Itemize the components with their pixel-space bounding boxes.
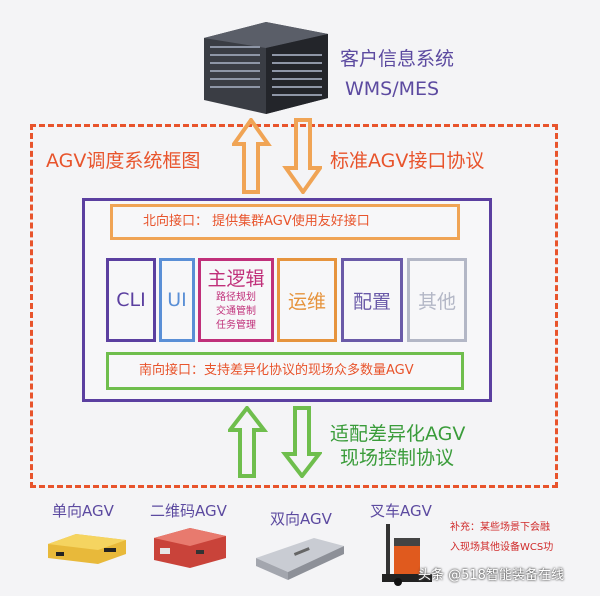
module-main-logic: 主逻辑 路径规划 交通管制 任务管理 — [198, 258, 274, 342]
main-logic-title: 主逻辑 — [207, 268, 265, 290]
south-interface: 南向接口：支持差异化协议的现场众多数量AGV — [106, 352, 464, 390]
module-config: 配置 — [341, 258, 403, 342]
down-arrow-icon — [280, 406, 322, 478]
watermark: 头条 @518智能装备在线 — [418, 568, 564, 583]
supplement-note: 补充：某些场景下会融 入现场其他设备WCS功 — [450, 518, 553, 558]
adapt-protocol-line1: 适配差异化AGV — [330, 423, 466, 445]
agv-label-one-way: 单向AGV — [52, 502, 114, 520]
adapt-protocol-arrows — [228, 406, 322, 478]
module-cli: CLI — [106, 258, 156, 342]
adapt-protocol-label: 适配差异化AGV 现场控制协议 — [330, 422, 465, 470]
forklift-agv-image — [382, 524, 432, 586]
up-arrow-icon — [232, 118, 272, 194]
down-arrow-icon — [282, 118, 322, 194]
one-way-agv-image — [48, 534, 126, 564]
customer-system-label: 客户信息系统 — [340, 48, 455, 70]
agv-label-forklift: 叉车AGV — [370, 502, 432, 520]
main-logic-item: 交通管制 — [216, 306, 256, 317]
main-logic-item: 任务管理 — [216, 320, 256, 331]
adapt-protocol-line2: 现场控制协议 — [340, 447, 455, 469]
two-way-agv-image — [256, 538, 344, 580]
agv-label-two-way: 双向AGV — [270, 510, 332, 528]
module-ops: 运维 — [277, 258, 337, 342]
module-ui: UI — [159, 258, 195, 342]
wms-mes-label: WMS/MES — [345, 78, 440, 100]
main-logic-item: 路径规划 — [216, 292, 256, 303]
qr-code-agv-image — [154, 528, 226, 568]
standard-protocol-label: 标准AGV接口协议 — [330, 150, 485, 172]
server-rack-image — [204, 22, 328, 114]
agv-label-qr-code: 二维码AGV — [150, 502, 227, 520]
frame-title: AGV调度系统框图 — [46, 150, 201, 172]
note-line2: 入现场其他设备WCS功 — [450, 542, 554, 553]
up-arrow-icon — [228, 406, 269, 478]
note-line1: 补充：某些场景下会融 — [450, 522, 550, 533]
north-interface: 北向接口： 提供集群AGV使用友好接口 — [110, 204, 460, 240]
module-other: 其他 — [407, 258, 467, 342]
standard-protocol-arrows — [232, 118, 322, 194]
